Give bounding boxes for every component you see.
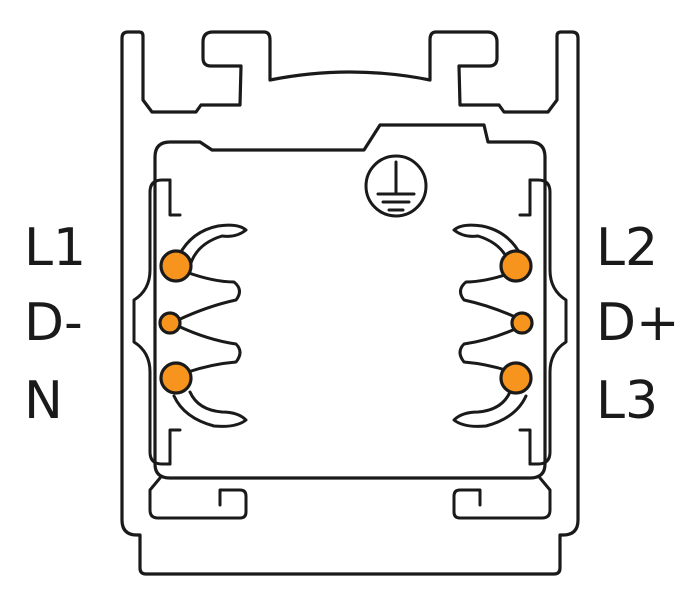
rail-inner-cavity: [153, 123, 547, 480]
left-insulator-fingers: [172, 223, 248, 428]
label-l3: L3: [596, 371, 658, 431]
label-l1: L1: [24, 218, 86, 278]
right-channel-lip-top: [518, 178, 532, 217]
label-d-minus: D-: [24, 293, 83, 353]
contact-left-middle: [158, 311, 182, 335]
label-l2: L2: [596, 218, 658, 278]
contact-right-bottom: [499, 361, 533, 395]
contacts: [158, 249, 534, 395]
left-channel-lip-bottom: [168, 428, 182, 466]
contact-left-top: [159, 249, 193, 283]
contact-left-bottom: [159, 361, 193, 395]
left-bottom-flange: [148, 476, 248, 520]
ground-icon: [364, 154, 428, 218]
label-n: N: [24, 371, 63, 431]
right-insulator-fingers: [452, 223, 528, 428]
right-channel-lip-bottom: [518, 428, 532, 466]
contact-right-top: [499, 249, 533, 283]
right-bottom-flange: [452, 476, 552, 520]
right-busbar-channel: [528, 178, 568, 466]
contact-right-middle: [510, 311, 534, 335]
left-busbar-channel: [132, 178, 172, 466]
label-d-plus: D+: [596, 293, 680, 353]
left-channel-lip-top: [168, 178, 182, 217]
